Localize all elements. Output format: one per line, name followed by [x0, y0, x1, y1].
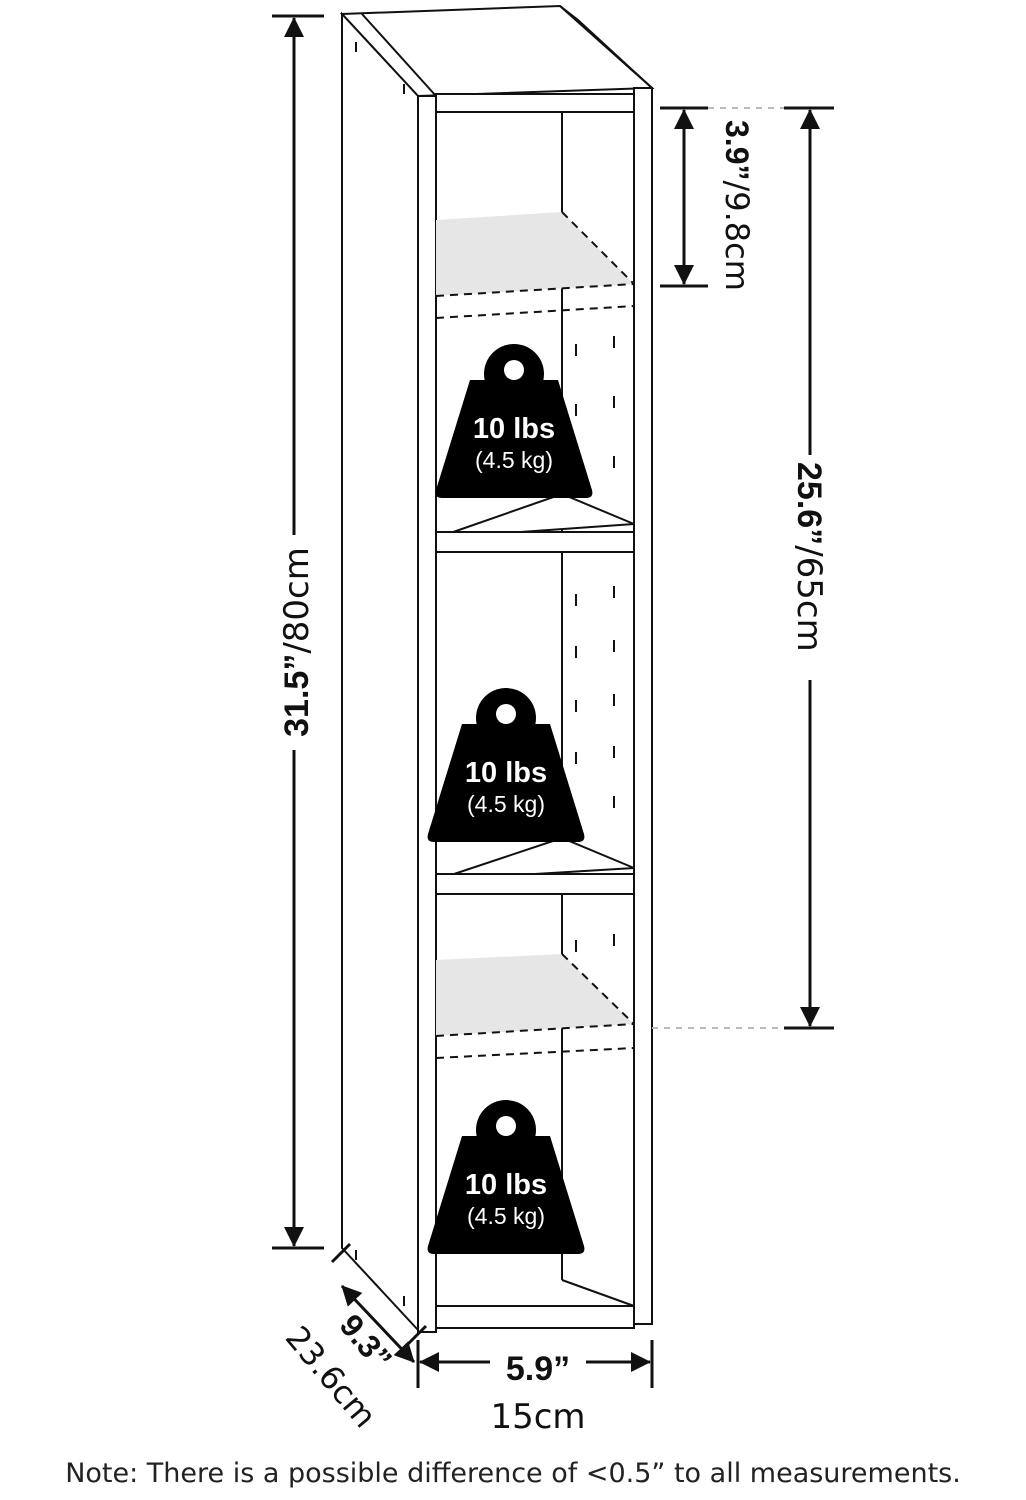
weight-icon-3: 10 lbs (4.5 kg)	[427, 1100, 585, 1254]
weight-label-lbs: 10 lbs	[465, 757, 547, 789]
bottom-front-rail	[435, 1305, 635, 1329]
weight-icon-2: 10 lbs (4.5 kg)	[427, 688, 585, 842]
height-dimension	[272, 14, 324, 1250]
width-dimension	[416, 1340, 654, 1388]
top-front-rail	[435, 93, 635, 113]
shelf-gap-label: 3.9”/9.8cm	[718, 120, 756, 291]
left-side-panel	[341, 11, 419, 1333]
height-cm: /80cm	[277, 547, 317, 654]
adjustable-shelf-top	[435, 211, 635, 319]
weight-label-kg: (4.5 kg)	[467, 1203, 545, 1229]
shelf-gap-dimension	[660, 106, 790, 288]
front-right-edge	[633, 87, 653, 1325]
width-inches: 5.9”	[506, 1350, 570, 1388]
height-label: 31.5”/80cm	[277, 547, 317, 737]
front-left-edge	[417, 95, 437, 1333]
width-cm: 15cm	[490, 1397, 585, 1437]
bottom-inner-diagonal	[561, 1279, 635, 1307]
weight-label-kg: (4.5 kg)	[467, 791, 545, 817]
range-inches: 25.6”	[790, 462, 828, 545]
fixed-shelf-1	[435, 492, 635, 553]
adjustable-shelf-bottom	[435, 953, 635, 1059]
measurement-note: Note: There is a possible difference of …	[65, 1458, 961, 1489]
weight-icon-1: 10 lbs (4.5 kg)	[435, 344, 593, 498]
shelf-gap-cm: /9.8cm	[718, 180, 756, 290]
weight-label-kg: (4.5 kg)	[475, 447, 553, 473]
height-inches: 31.5”	[278, 654, 316, 737]
weight-label-lbs: 10 lbs	[465, 1169, 547, 1201]
top-panel-inner-edge	[361, 5, 653, 97]
shelf-gap-inches: 3.9”	[719, 120, 755, 180]
weight-label-lbs: 10 lbs	[473, 413, 555, 445]
depth-dimension	[330, 1242, 428, 1364]
fixed-shelf-2	[435, 836, 635, 895]
depth-arrow	[340, 1284, 416, 1364]
range-cm: /65cm	[789, 545, 829, 652]
range-label: 25.6”/65cm	[789, 462, 829, 652]
range-dimension	[652, 106, 834, 1030]
shelf-unit	[339, 4, 655, 1333]
